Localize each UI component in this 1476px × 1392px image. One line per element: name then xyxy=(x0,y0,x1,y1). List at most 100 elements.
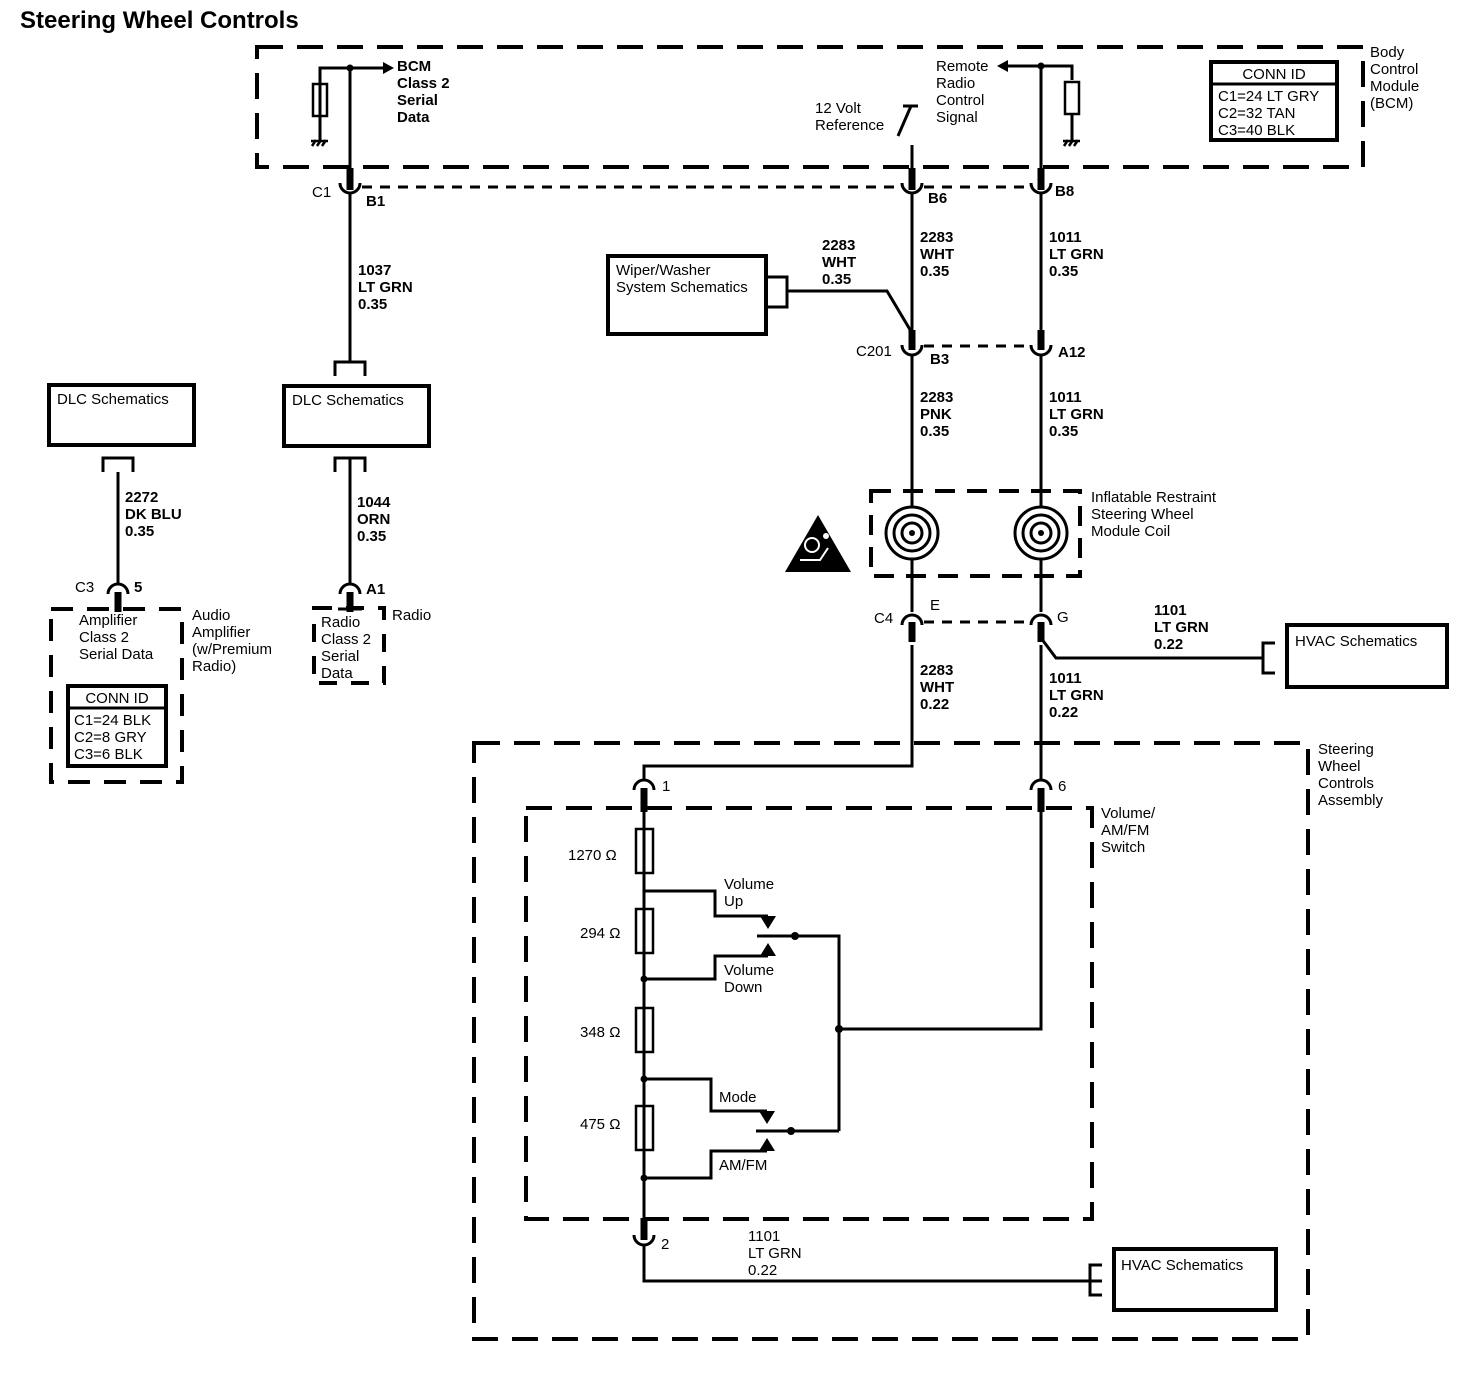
resistor-475 xyxy=(634,1104,655,1152)
connector-c4: C4 E G xyxy=(874,597,1069,642)
connector-stub xyxy=(101,456,135,472)
svg-text:(BCM): (BCM) xyxy=(1370,95,1413,112)
amplifier-conn-id-table: CONN ID C1=24 BLK C2=8 GRY C3=6 BLK xyxy=(66,684,168,768)
wiper-washer-schematics[interactable]: Wiper/Washer System Schematics xyxy=(606,254,768,336)
svg-text:Radio): Radio) xyxy=(192,658,236,675)
page-title: Steering Wheel Controls xyxy=(20,7,299,34)
svg-text:Audio: Audio xyxy=(192,607,230,624)
pin-label: B8 xyxy=(1055,183,1074,200)
connector-c201: C201 B3 A12 xyxy=(856,330,1086,368)
svg-text:G: G xyxy=(1057,609,1069,626)
pin-label: B6 xyxy=(928,190,947,207)
svg-text:HVAC Schematics: HVAC Schematics xyxy=(1295,633,1417,650)
svg-text:C201: C201 xyxy=(856,343,892,360)
svg-text:Body: Body xyxy=(1370,44,1405,61)
wire-1101-top-label: 1101 LT GRN 0.22 xyxy=(1154,602,1209,653)
radio-outline xyxy=(312,606,386,685)
connector-stub xyxy=(333,360,367,376)
wire-2283-wiper xyxy=(787,289,914,334)
switch-contact-up-icon xyxy=(760,916,776,929)
svg-text:Class 2: Class 2 xyxy=(79,629,129,646)
resistor-294 xyxy=(634,907,655,955)
svg-text:DLC Schematics: DLC Schematics xyxy=(57,391,169,408)
svg-text:1011: 1011 xyxy=(1049,670,1082,687)
switch-contact-amfm-icon xyxy=(759,1138,775,1151)
svg-text:C1=24 LT GRY: C1=24 LT GRY xyxy=(1218,88,1319,105)
bcm-connector-c1: C1 B1 B6 B8 xyxy=(312,168,1074,210)
svg-text:Controls: Controls xyxy=(1318,775,1374,792)
bcm-serial-data-label: BCM Class 2 Serial Data xyxy=(397,58,450,126)
dlc-schematics-left[interactable]: DLC Schematics xyxy=(47,383,196,447)
wire-1037-label: 1037 LT GRN 0.35 xyxy=(358,262,413,313)
svg-text:Serial: Serial xyxy=(397,92,438,109)
svg-text:HVAC Schematics: HVAC Schematics xyxy=(1121,1257,1243,1274)
svg-text:1037: 1037 xyxy=(358,262,391,279)
svg-text:2283: 2283 xyxy=(920,229,953,246)
wire-2283-top-label: 2283 WHT 0.35 xyxy=(920,229,954,280)
clockspring-coil-left-icon xyxy=(884,505,940,561)
svg-text:Volume: Volume xyxy=(724,876,774,893)
svg-text:0.35: 0.35 xyxy=(1049,423,1078,440)
svg-text:Steering: Steering xyxy=(1318,741,1374,758)
svg-text:Steering Wheel: Steering Wheel xyxy=(1091,506,1194,523)
svg-text:0.22: 0.22 xyxy=(1154,636,1183,653)
connector-label: C1 xyxy=(312,184,331,201)
svg-text:A12: A12 xyxy=(1058,344,1086,361)
svg-text:E: E xyxy=(930,597,940,614)
remote-radio-control-circuit xyxy=(997,60,1081,170)
bcm-label: Body Control Module (BCM) xyxy=(1370,44,1419,112)
mode-label: Mode xyxy=(719,1089,757,1106)
volume-switch xyxy=(640,889,843,1131)
svg-text:Data: Data xyxy=(397,109,430,126)
svg-text:0.22: 0.22 xyxy=(748,1262,777,1279)
assembly-pin-2: 2 xyxy=(632,1218,669,1253)
volume-down-label: Volume Down xyxy=(724,962,774,996)
bcm-serial-data-circuit xyxy=(310,62,394,170)
bcm-outline xyxy=(255,45,1365,169)
hvac-schematics-top[interactable]: HVAC Schematics xyxy=(1285,623,1449,689)
svg-text:5: 5 xyxy=(134,579,142,596)
svg-text:LT GRN: LT GRN xyxy=(1049,687,1104,704)
ground-icon xyxy=(310,139,328,147)
svg-text:1044: 1044 xyxy=(357,494,391,511)
svg-text:1011: 1011 xyxy=(1049,389,1082,406)
svg-text:LT GRN: LT GRN xyxy=(1049,406,1104,423)
svg-text:Wiper/Washer: Wiper/Washer xyxy=(616,262,710,279)
svg-text:Module Coil: Module Coil xyxy=(1091,523,1170,540)
switch-label: Volume/ AM/FM Switch xyxy=(1101,805,1156,856)
wire-2283-bottom-label: 2283 WHT 0.22 xyxy=(920,662,954,713)
svg-text:C2=32 TAN: C2=32 TAN xyxy=(1218,105,1295,122)
svg-text:2283: 2283 xyxy=(920,389,953,406)
svg-text:WHT: WHT xyxy=(920,679,954,696)
resistor-value: 1270 Ω xyxy=(568,847,617,864)
svg-text:C4: C4 xyxy=(874,610,893,627)
resistor-value: 348 Ω xyxy=(580,1024,620,1041)
svg-text:C3: C3 xyxy=(75,579,94,596)
wire-1101-bottom-label: 1101 LT GRN 0.22 xyxy=(748,1228,802,1279)
svg-text:DK BLU: DK BLU xyxy=(125,506,182,523)
svg-text:1101: 1101 xyxy=(748,1228,780,1245)
svg-text:Down: Down xyxy=(724,979,762,996)
assembly-pins-top: 1 6 xyxy=(632,778,1066,812)
coil-label: Inflatable Restraint Steering Wheel Modu… xyxy=(1091,489,1217,540)
dlc-schematics-right[interactable]: DLC Schematics xyxy=(282,384,431,448)
connector-stub xyxy=(767,275,789,309)
svg-text:0.22: 0.22 xyxy=(920,696,949,713)
svg-text:AM/FM: AM/FM xyxy=(1101,822,1149,839)
assembly-label: Steering Wheel Controls Assembly xyxy=(1318,741,1384,809)
wire-1011-bottom-label: 1011 LT GRN 0.22 xyxy=(1049,670,1104,721)
svg-text:0.35: 0.35 xyxy=(920,263,949,280)
svg-text:Data: Data xyxy=(321,665,353,682)
hvac-schematics-bottom[interactable]: HVAC Schematics xyxy=(1112,1247,1278,1312)
pullup-resistor xyxy=(311,82,329,118)
switch-outline xyxy=(524,806,1094,1221)
svg-text:Amplifier: Amplifier xyxy=(79,612,137,629)
connector-stub xyxy=(1088,1263,1102,1297)
resistor-348 xyxy=(634,1006,655,1054)
svg-text:0.35: 0.35 xyxy=(358,296,387,313)
amplifier-connector: C3 5 xyxy=(75,579,142,612)
svg-text:(w/Premium: (w/Premium xyxy=(192,641,272,658)
wire-2283-pnk-label: 2283 PNK 0.35 xyxy=(920,389,953,440)
resistor-value: 475 Ω xyxy=(580,1116,620,1133)
